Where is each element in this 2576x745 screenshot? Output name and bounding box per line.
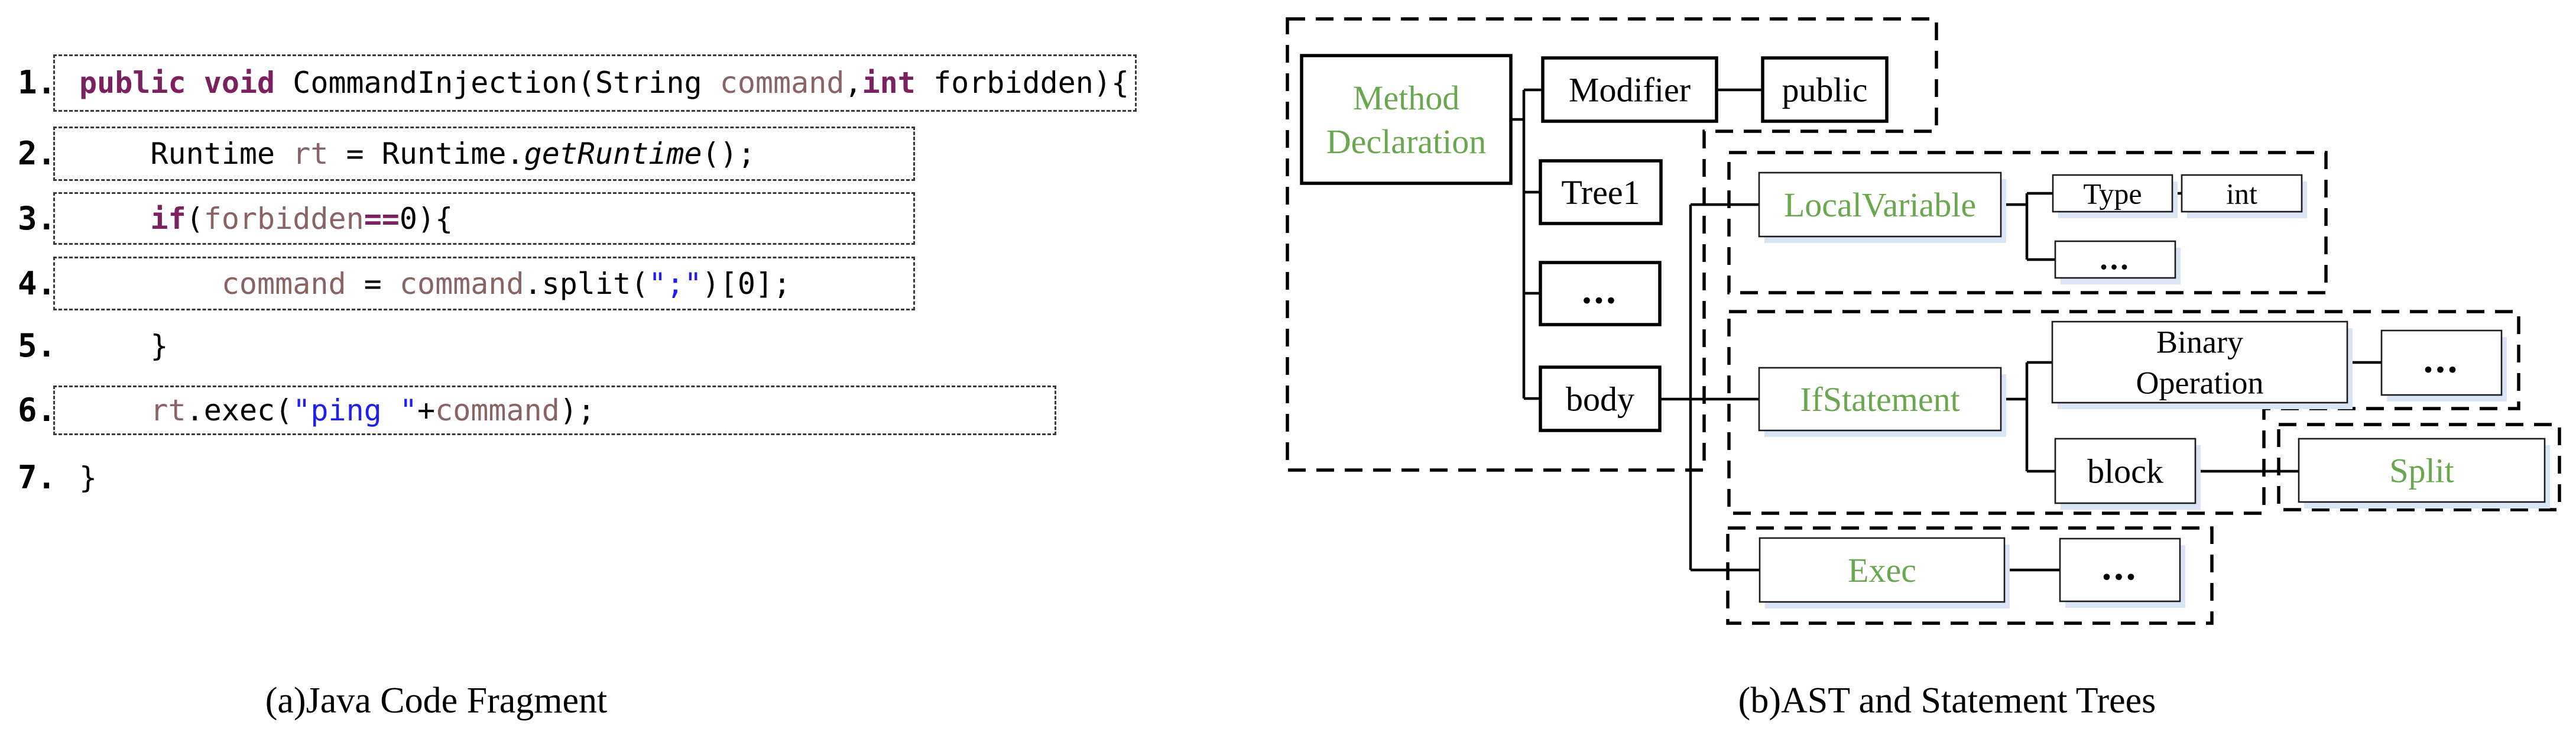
method-declaration-node xyxy=(1300,54,1513,185)
dots-2-label: ... xyxy=(2100,241,2131,276)
code-line-text: if(forbidden==0){ xyxy=(150,202,453,236)
code-line-number: 5. xyxy=(18,327,57,364)
exec-label: Exec xyxy=(1848,551,1916,589)
split-node xyxy=(2298,438,2546,503)
code-line-text: command = command.split(";")[0]; xyxy=(221,267,791,301)
dots-1-label: ... xyxy=(1582,269,1618,312)
modifier-label: Modifier xyxy=(1569,71,1691,109)
exec-node xyxy=(1759,537,2006,603)
code-line-number: 2. xyxy=(18,135,57,172)
body-node xyxy=(1539,365,1662,432)
block-label: block xyxy=(2087,452,2163,491)
code-line-text: public void CommandInjection(String comm… xyxy=(79,66,1130,100)
tree1-node xyxy=(1539,159,1663,225)
modifier-node xyxy=(1541,56,1718,123)
if-statement-label: IfStatement xyxy=(1800,380,1960,419)
caption-java-code-fragment: (a)Java Code Fragment xyxy=(265,681,608,721)
ast-region xyxy=(1286,17,1938,472)
code-line-box-4 xyxy=(53,257,915,310)
type-label: Type xyxy=(2083,177,2142,210)
code-line-text: Runtime rt = Runtime.getRuntime(); xyxy=(79,137,755,171)
code-line-text: } xyxy=(79,461,98,495)
code-line-box-1 xyxy=(53,54,1137,112)
code-line-box-2 xyxy=(53,127,915,181)
tree1-label: Tree1 xyxy=(1561,173,1640,212)
code-line-number: 1. xyxy=(18,64,57,101)
code-line-box-3 xyxy=(53,192,915,245)
code-line-text: rt.exec("ping "+command); xyxy=(150,393,596,427)
public-label: public xyxy=(1782,71,1868,109)
code-line-number: 3. xyxy=(18,200,57,237)
binary-operation-node xyxy=(2051,320,2348,404)
caption-ast-statement-trees: (b)AST and Statement Trees xyxy=(1738,681,2156,721)
block-node xyxy=(2054,438,2197,504)
local-variable-label: LocalVariable xyxy=(1784,186,1976,224)
dots-4-label: ... xyxy=(2102,545,2139,588)
dots-1-node xyxy=(1539,261,1662,326)
code-line-number: 7. xyxy=(18,459,57,496)
int-node xyxy=(2181,174,2303,213)
local-variable-node xyxy=(1758,171,2002,238)
body-label: body xyxy=(1566,380,1634,419)
public-node xyxy=(1761,56,1889,123)
type-node xyxy=(2052,174,2173,213)
exec-region xyxy=(1726,526,2214,625)
if-statement-node xyxy=(1758,367,2002,432)
split-label: Split xyxy=(2389,452,2454,490)
int-label: int xyxy=(2226,177,2257,210)
dots-2-node xyxy=(2054,240,2176,279)
split-region xyxy=(2277,423,2561,511)
code-line-box-6 xyxy=(53,386,1056,435)
localvariable-region xyxy=(1727,151,2328,294)
code-line-number: 4. xyxy=(18,265,57,302)
code-line-text: } xyxy=(79,329,168,363)
dots-3-node xyxy=(2380,329,2503,396)
dots-3-label: ... xyxy=(2423,338,2460,381)
dots-4-node xyxy=(2059,537,2181,603)
code-line-number: 6. xyxy=(18,391,57,429)
